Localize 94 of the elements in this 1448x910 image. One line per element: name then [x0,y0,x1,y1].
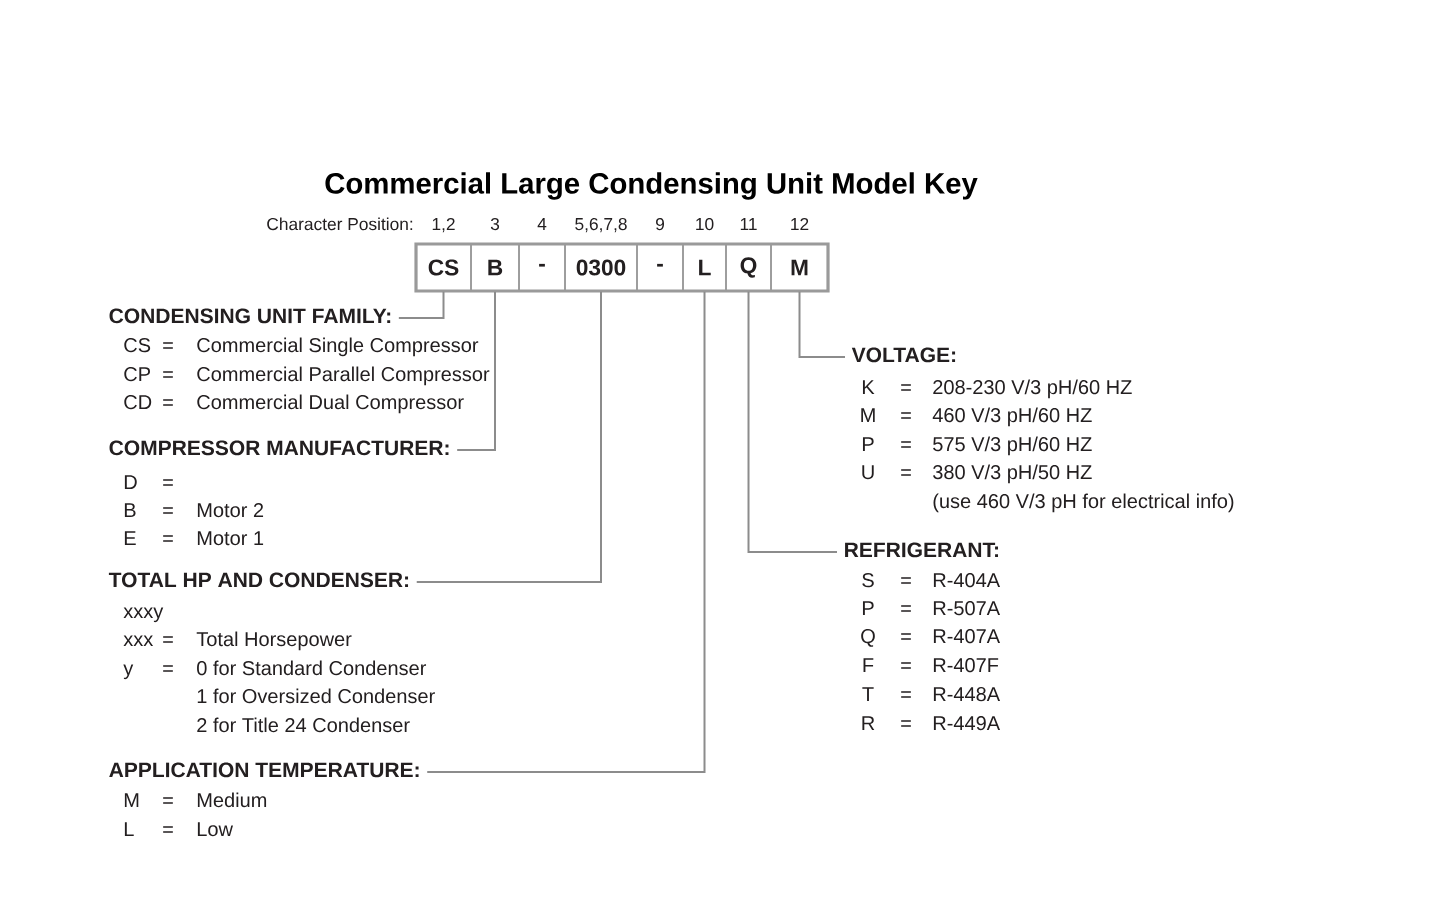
note-text: (use 460 V/3 pH for electrical info) [933,493,1234,513]
code-key: F [863,658,874,672]
equals-sign: = [163,665,173,672]
option-text: 2 for Title 24 Condenser [197,717,410,733]
equals-sign: = [901,605,911,612]
equals-sign: = [163,479,173,486]
leader-line [456,290,496,451]
leader-line [397,290,445,319]
code-key: R [862,716,875,730]
option-text: 1 for Oversized Condenser [197,688,435,704]
position-number: 3 [490,217,500,231]
section-heading: VOLTAGE: [851,347,956,363]
option-text: Commercial Parallel Compressor [197,366,490,386]
code-format: xxxy [123,607,164,623]
code-key: P [862,601,874,615]
equals-sign: = [163,797,173,804]
option-text: R-449A [933,716,1001,731]
code-cell: 0300 [564,243,638,292]
code-cell: Q [725,243,772,292]
option-text: R-507A [933,601,1001,616]
code-key: xxx [123,635,154,646]
equals-sign: = [163,371,173,378]
position-number: 9 [656,217,664,231]
section-heading: CONDENSING UNIT FAMILY: [109,308,391,324]
code-key: CD [124,395,152,410]
option-text: Motor 2 [197,503,264,518]
code-key: D [124,475,137,489]
code-cell: B [470,243,520,292]
equals-sign: = [163,342,173,349]
equals-sign: = [163,507,173,514]
code-cell: M [770,243,829,292]
equals-sign: = [163,636,173,643]
option-text: Medium [197,792,267,808]
code-key: Q [861,629,875,647]
equals-sign: = [163,826,173,833]
position-number: 11 [740,218,757,230]
equals-sign: = [901,441,911,448]
code-cell: CS [415,243,472,292]
leader-line [426,290,706,773]
option-text: Total Horsepower [196,631,352,651]
option-text: Commercial Dual Compressor [197,394,464,414]
diagram-title: Commercial Large Condensing Unit Model Key [325,172,978,200]
option-text: R-448A [933,687,1001,702]
equals-sign: = [901,577,911,584]
equals-sign: = [901,633,911,640]
code-key: E [124,531,136,545]
equals-sign: = [901,469,911,476]
option-text: R-407A [933,629,1001,644]
code-key: M [124,793,139,807]
section-heading: APPLICATION TEMPERATURE: [109,762,419,778]
code-key: T [862,687,874,701]
position-number: 4 [537,218,547,230]
equals-sign: = [163,535,173,542]
code-key: U [862,465,874,480]
code-key: M [861,408,875,422]
code-key: CS [124,338,151,353]
option-text: R-404A [933,573,1001,588]
code-key: y [123,664,134,680]
code-cell: - [518,243,566,292]
code-cell: - [636,243,684,292]
code-key: B [124,503,136,517]
equals-sign: = [901,412,911,419]
leader-line [415,290,602,583]
equals-sign: = [163,399,173,406]
code-key: S [862,573,874,588]
option-text: Motor 1 [197,531,264,546]
code-cell: L [682,243,727,292]
position-caption: Character Position: [267,217,413,231]
section-heading: REFRIGERANT: [845,542,998,558]
equals-sign: = [901,720,911,727]
option-text: 380 V/3 pH/50 HZ [933,464,1092,484]
leader-line [798,290,846,358]
option-text: R-407F [933,658,999,673]
code-key: L [124,822,134,836]
code-key: K [862,380,875,394]
model-code-frame [414,242,830,293]
option-text: Commercial Single Compressor [197,337,479,357]
leader-line [747,290,838,553]
equals-sign: = [901,384,911,391]
position-number: 12 [791,217,809,230]
position-number: 5,6,7,8 [575,217,627,233]
equals-sign: = [901,662,911,669]
position-number: 10 [696,217,714,231]
option-text: 575 V/3 pH/60 HZ [933,436,1092,456]
position-number: 1,2 [432,217,455,233]
section-heading: TOTAL HP AND CONDENSER: [108,572,409,588]
equals-sign: = [901,691,911,698]
section-heading: COMPRESSOR MANUFACTURER: [109,440,449,456]
code-key: P [862,437,874,451]
option-text: 460 V/3 pH/60 HZ [932,407,1092,427]
option-text: 0 for Standard Condenser [197,660,427,676]
option-text: 208-230 V/3 pH/60 HZ [933,379,1132,399]
option-text: Low [197,822,233,837]
code-key: CP [124,367,150,382]
